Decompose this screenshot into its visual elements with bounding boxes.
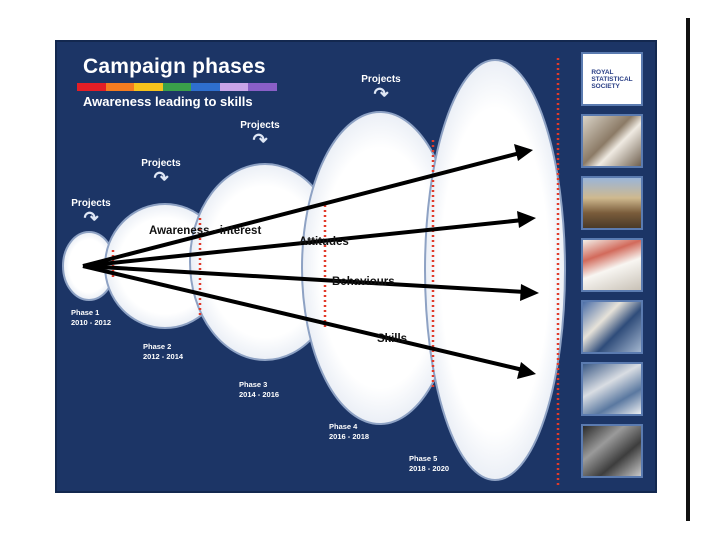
phase-4-years: 2016 - 2018 bbox=[329, 432, 370, 441]
handshake-photo bbox=[581, 114, 643, 168]
projects-text-2: Projects bbox=[141, 158, 181, 169]
rss-logo-line-3: SOCIETY bbox=[591, 82, 620, 90]
rainbow-yellow bbox=[134, 83, 163, 91]
rss-logo-text: ROYAL STATISTICAL SOCIETY bbox=[591, 69, 632, 90]
arrow-attitudes bbox=[82, 218, 524, 268]
phase-2-years: 2012 - 2014 bbox=[143, 352, 184, 361]
slide-title: Campaign phases bbox=[83, 55, 266, 78]
phase-1-years: 2010 - 2012 bbox=[71, 318, 112, 327]
arrow-behaviours bbox=[82, 264, 526, 294]
label-behaviours: Behaviours bbox=[332, 276, 395, 288]
phase-1-name: Phase 1 bbox=[71, 308, 100, 317]
image-sidebar: ROYAL STATISTICAL SOCIETY bbox=[579, 50, 647, 483]
arrowhead-awareness bbox=[514, 144, 533, 161]
phase-5-bubble bbox=[424, 59, 566, 481]
projects-label-1: Projects ↷ bbox=[61, 198, 121, 227]
rainbow-lilac bbox=[219, 83, 249, 91]
phase-5-years: 2018 - 2020 bbox=[409, 464, 450, 473]
projects-text-3: Projects bbox=[240, 120, 280, 131]
parliament-photo bbox=[581, 176, 643, 230]
phase-5-name: Phase 5 bbox=[409, 454, 438, 463]
classroom-photo bbox=[581, 300, 643, 354]
arrowhead-behaviours bbox=[520, 284, 539, 301]
phase-3-name: Phase 3 bbox=[239, 380, 268, 389]
phase-3-label: Phase 3 2014 - 2016 bbox=[239, 380, 279, 400]
label-attitudes: Attitudes bbox=[299, 236, 349, 248]
projects-text-4: Projects bbox=[361, 74, 401, 85]
projects-text-1: Projects bbox=[71, 198, 111, 209]
newspaper-photo bbox=[581, 238, 643, 292]
phase-diagram bbox=[62, 58, 566, 485]
phase-1-label: Phase 1 2010 - 2012 bbox=[71, 308, 111, 328]
arrow-awareness bbox=[82, 151, 521, 268]
arrowhead-skills bbox=[517, 362, 536, 379]
rainbow-purple bbox=[248, 83, 278, 91]
label-skills: Skills bbox=[377, 333, 408, 345]
archive-photo bbox=[581, 424, 643, 478]
curved-arrow-icon: ↷ bbox=[252, 130, 268, 150]
phase-2-name: Phase 2 bbox=[143, 342, 172, 351]
vertical-rule bbox=[686, 18, 690, 521]
phase-2-label: Phase 2 2012 - 2014 bbox=[143, 342, 183, 362]
curved-arrow-icon: ↷ bbox=[83, 208, 99, 228]
rainbow-bar bbox=[77, 83, 278, 91]
phase-4-name: Phase 4 bbox=[329, 422, 358, 431]
rss-logo-line-2: STATISTICAL bbox=[591, 75, 633, 83]
campaign-slide: Campaign phases Awareness leading to ski… bbox=[55, 40, 657, 493]
rainbow-orange bbox=[105, 83, 135, 91]
phase-3-years: 2014 - 2016 bbox=[239, 390, 280, 399]
rainbow-green bbox=[162, 83, 192, 91]
phase-5-label: Phase 5 2018 - 2020 bbox=[409, 454, 449, 474]
curved-arrow-icon: ↷ bbox=[373, 84, 389, 104]
rss-logo-line-1: ROYAL bbox=[591, 68, 614, 76]
projects-label-3: Projects ↷ bbox=[230, 120, 290, 149]
slide-subtitle: Awareness leading to skills bbox=[83, 94, 253, 109]
projects-label-4: Projects ↷ bbox=[351, 74, 411, 103]
workers-photo bbox=[581, 362, 643, 416]
rainbow-blue bbox=[191, 83, 220, 91]
phase-4-label: Phase 4 2016 - 2018 bbox=[329, 422, 369, 442]
arrow-skills bbox=[82, 264, 524, 372]
label-awareness: Awareness - interest bbox=[149, 225, 262, 237]
projects-label-2: Projects ↷ bbox=[131, 158, 191, 187]
rainbow-red bbox=[77, 83, 106, 91]
rss-logo: ROYAL STATISTICAL SOCIETY bbox=[581, 52, 643, 106]
outcome-arrows bbox=[82, 144, 539, 379]
arrowhead-attitudes bbox=[517, 211, 536, 228]
curved-arrow-icon: ↷ bbox=[153, 168, 169, 188]
